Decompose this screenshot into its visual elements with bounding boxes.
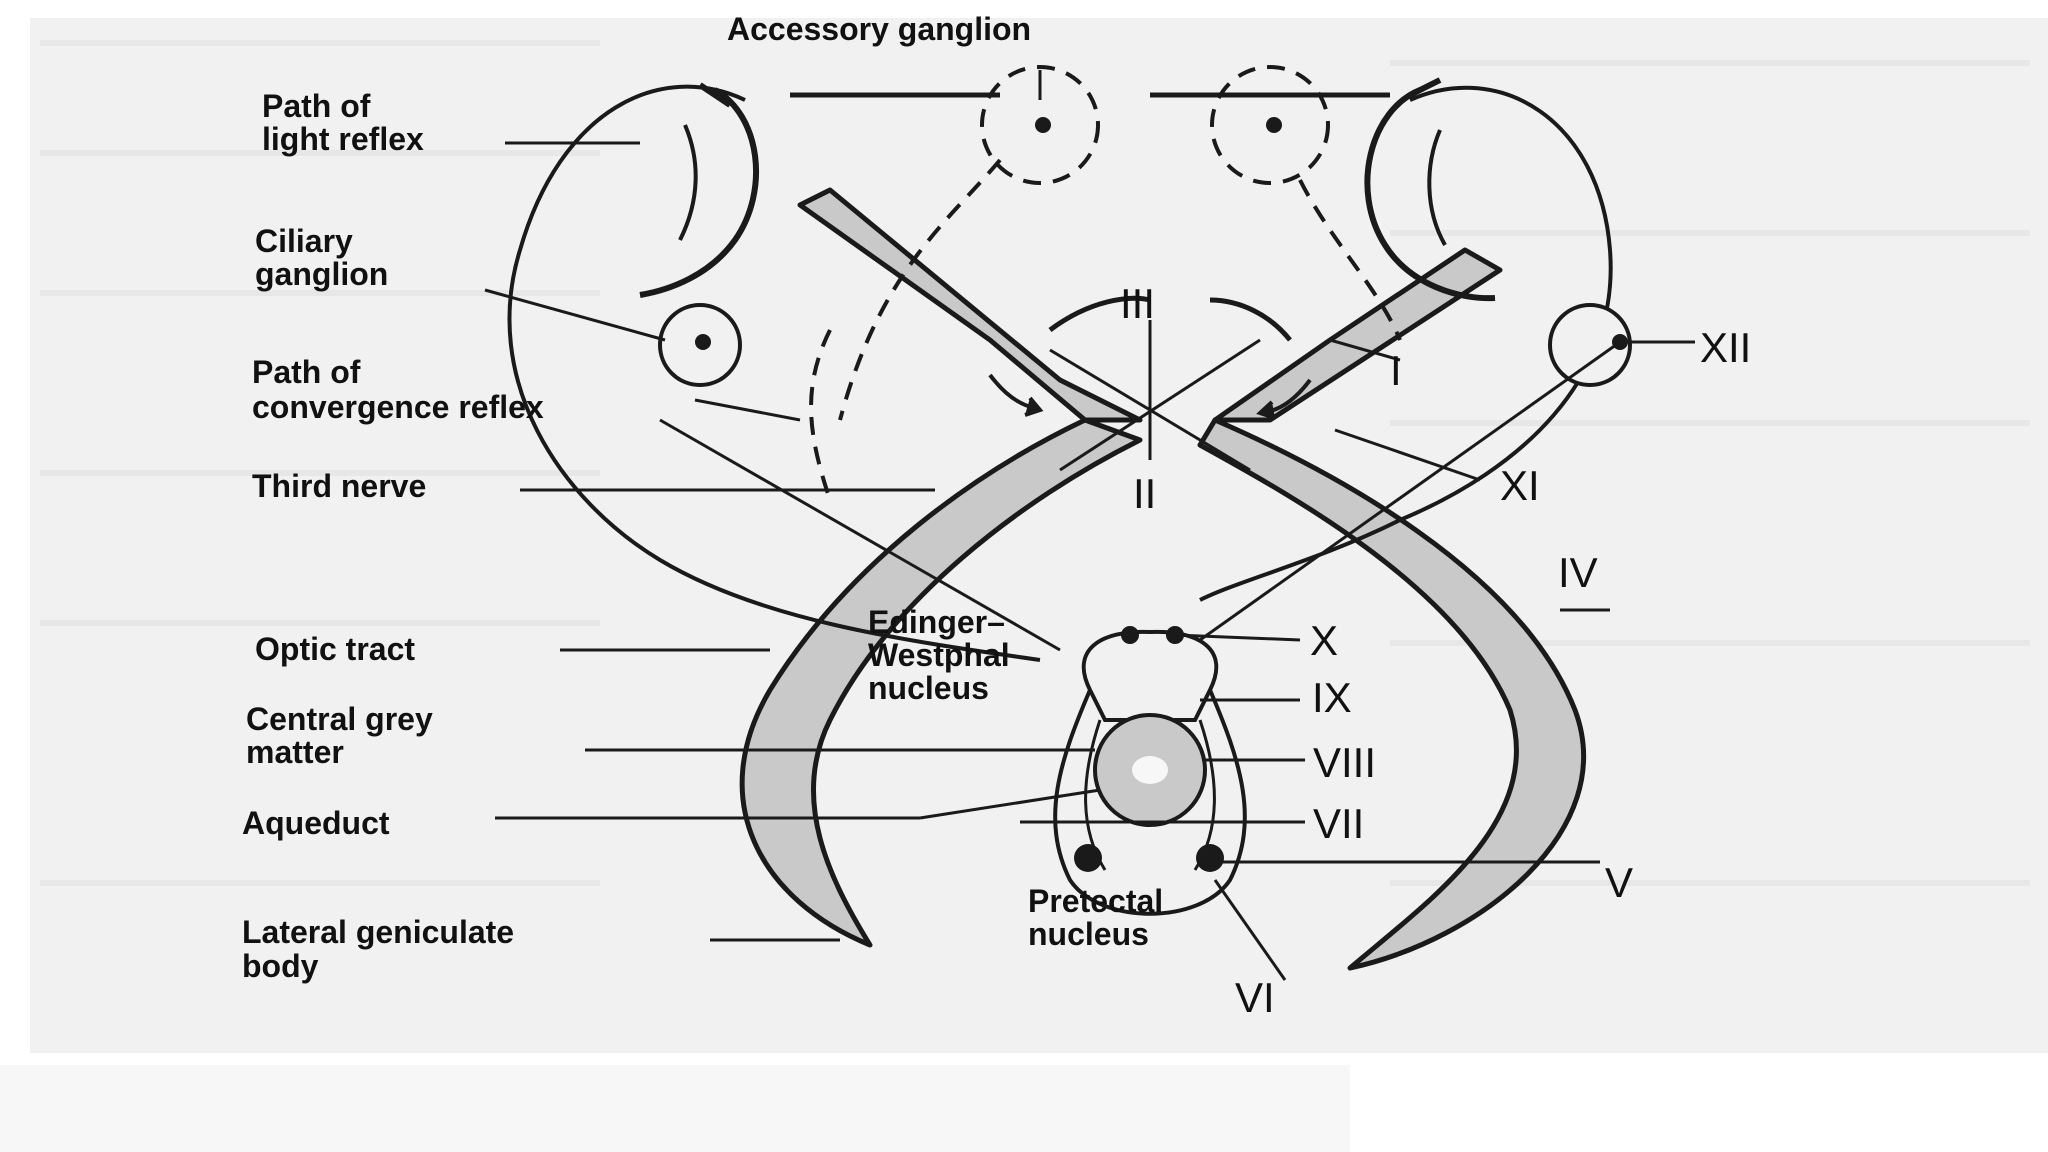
label-lateral-geniculate-1: Lateral geniculate <box>242 914 514 950</box>
label-accessory-ganglion: Accessory ganglion <box>727 11 1031 47</box>
pretectal-nuclei <box>1074 844 1224 872</box>
numeral-III: III <box>1120 280 1155 327</box>
left-ciliary-ganglion <box>658 303 742 387</box>
left-optic-tract <box>739 417 1143 948</box>
aqueduct <box>1132 756 1168 784</box>
numeral-II: II <box>1133 470 1156 517</box>
label-edinger-westphal-3: nucleus <box>868 670 989 706</box>
label-path-light-reflex-1: Path of <box>262 88 371 124</box>
accessory-ganglion-dots <box>1035 117 1282 133</box>
page-bottom-strip <box>0 1065 1350 1152</box>
numeral-V: V <box>1605 859 1633 906</box>
numeral-IX: IX <box>1312 674 1352 721</box>
label-central-grey-matter-1: Central grey <box>246 701 433 737</box>
numeral-XII: XII <box>1700 324 1751 371</box>
label-path-convergence-2: convergence reflex <box>252 389 544 425</box>
right-optic-nerve <box>1212 247 1503 423</box>
right-ciliary-ganglion <box>1548 303 1632 387</box>
label-central-grey-matter-2: matter <box>246 734 344 770</box>
numeral-VIII: VIII <box>1313 739 1376 786</box>
label-ciliary-ganglion-2: ganglion <box>255 256 388 292</box>
right-eyeball <box>1364 77 1496 302</box>
label-ciliary-ganglion-1: Ciliary <box>255 223 353 259</box>
label-aqueduct: Aqueduct <box>242 805 390 841</box>
numeral-XI: XI <box>1500 462 1540 509</box>
label-lateral-geniculate-2: body <box>242 948 319 984</box>
label-pretectal-1: Pretectal <box>1028 883 1163 919</box>
label-optic-tract: Optic tract <box>255 631 415 667</box>
numeral-VII: VII <box>1313 800 1364 847</box>
chiasm-cross <box>1049 320 1261 472</box>
left-optic-nerve <box>797 187 1143 423</box>
numeral-I: I <box>1390 347 1402 394</box>
accessory-ganglion-paths <box>809 65 1402 501</box>
label-path-light-reflex-2: light reflex <box>262 121 424 157</box>
label-edinger-westphal-1: Edinger– <box>868 604 1005 640</box>
right-optic-tract <box>1197 417 1587 971</box>
chiasm-arrows <box>988 373 1312 420</box>
numeral-X: X <box>1310 617 1338 664</box>
label-edinger-westphal-2: Westphal <box>868 637 1010 673</box>
diagram-labels: Accessory ganglion Path of light reflex … <box>242 11 1163 984</box>
optic-pathway <box>739 187 1587 971</box>
numeral-IV: IV <box>1558 549 1598 596</box>
numeral-VI: VI <box>1235 974 1275 1021</box>
label-pretectal-2: nucleus <box>1028 916 1149 952</box>
label-path-convergence-1: Path of <box>252 354 361 390</box>
bleed-through-text <box>40 40 2030 886</box>
third-nerve-arcs <box>1048 295 1292 342</box>
leader-lines <box>484 141 1695 981</box>
label-third-nerve: Third nerve <box>252 468 426 504</box>
roman-numerals: III I II XI XII IV X IX VIII VII V VI <box>1120 280 1751 1021</box>
